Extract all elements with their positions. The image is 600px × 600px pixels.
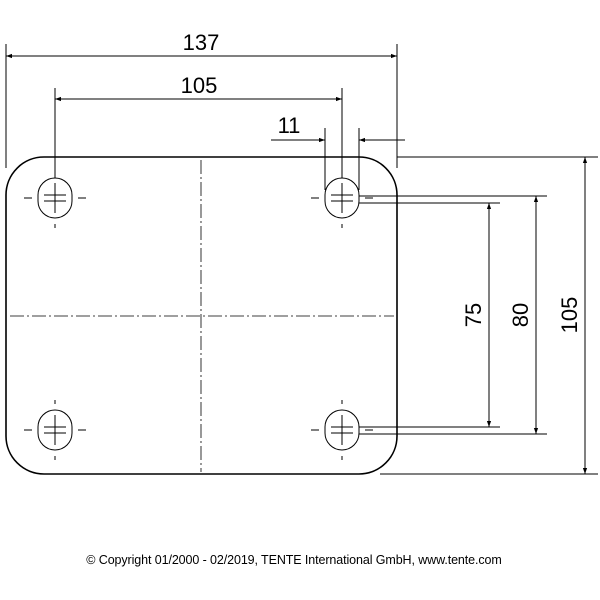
dimension-137-label: 137 — [183, 30, 220, 55]
dimension-11-label: 11 — [278, 113, 301, 138]
plate-outline — [5, 156, 398, 475]
top-plate-technical-drawing: 137 105 11 75 80 105 — [5, 30, 598, 475]
dimension-hole-spacing-x: 105 — [54, 73, 343, 178]
dimension-hole-spacing-y-80: 80 — [508, 196, 539, 434]
dimension-105-vertical-label: 105 — [557, 297, 582, 334]
dimension-105-horizontal-label: 105 — [181, 73, 218, 98]
copyright-notice: © Copyright 01/2000 - 02/2019, TENTE Int… — [86, 553, 502, 567]
dimension-hole-spacing-y-75: 75 — [461, 203, 492, 427]
slot-bottom-right — [311, 400, 373, 460]
slot-bottom-left — [24, 400, 86, 460]
dimension-75-label: 75 — [461, 303, 486, 327]
dimension-overall-height: 105 — [557, 157, 588, 474]
slot-top-right — [311, 177, 373, 228]
dimension-80-label: 80 — [508, 303, 533, 327]
dimension-overall-width: 137 — [5, 30, 398, 168]
dimension-slot-width: 11 — [271, 113, 405, 190]
